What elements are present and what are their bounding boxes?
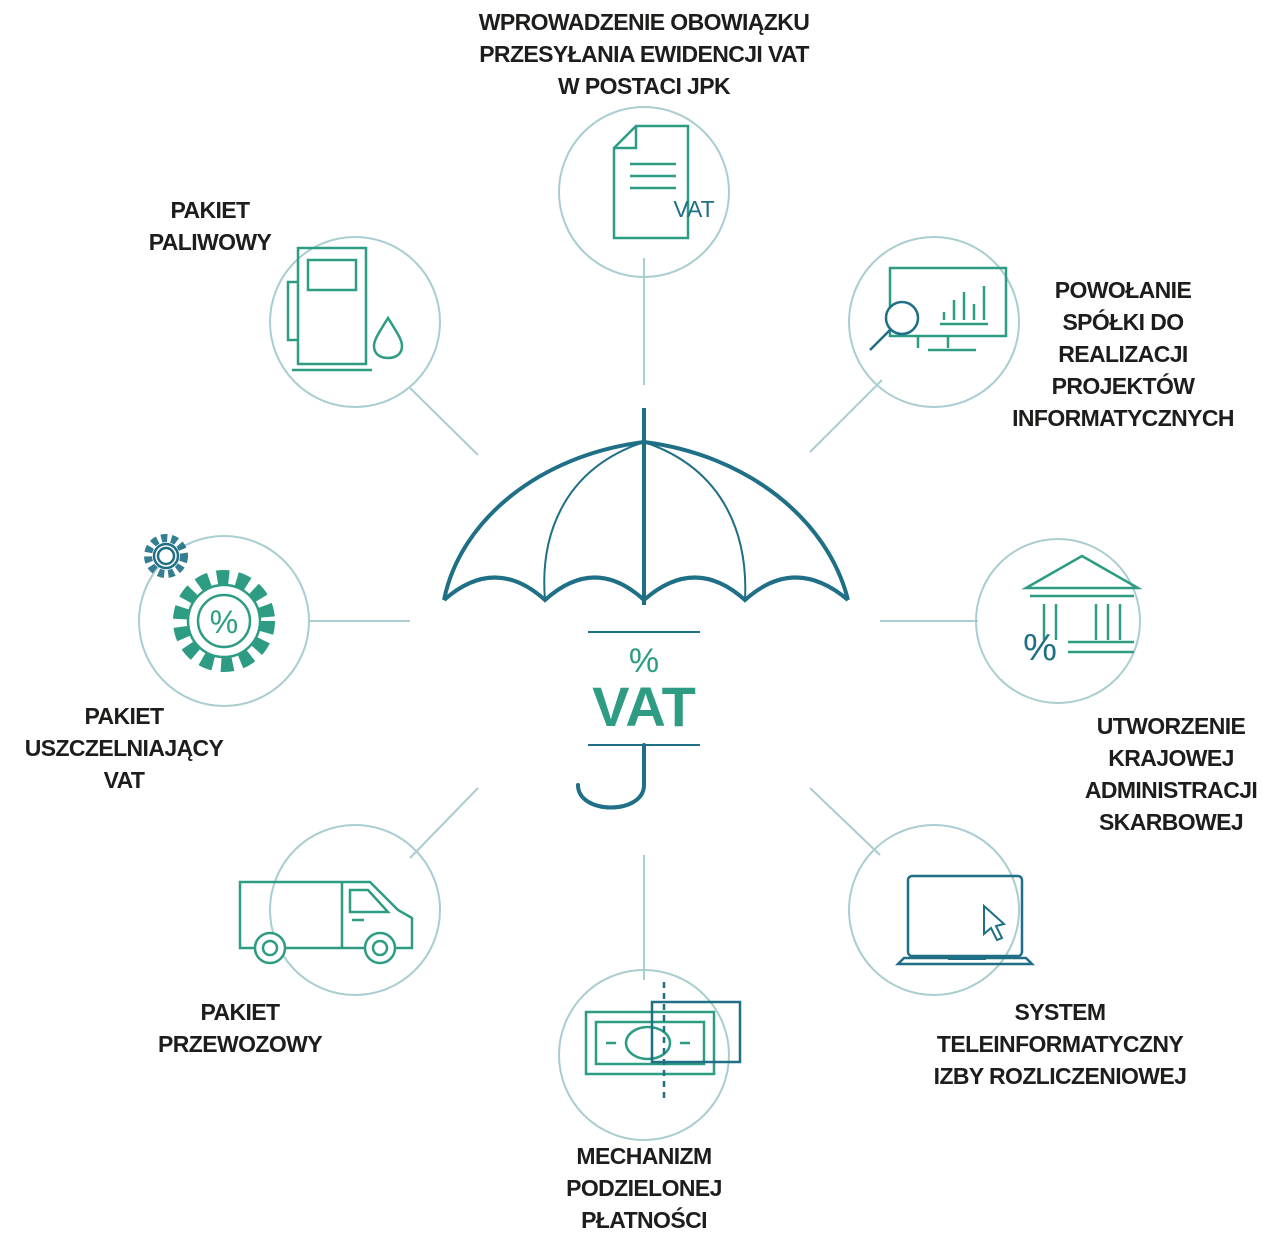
label-fuel-line-1: PAKIET xyxy=(170,197,250,223)
icon-circles xyxy=(138,106,1141,1141)
label-jpk-line-3: W POSTACI JPK xyxy=(558,73,731,99)
label-split-payment-line-2: PODZIELONEJ xyxy=(566,1175,722,1201)
circle-split-payment xyxy=(558,969,730,1141)
label-transport-line-1: PAKIET xyxy=(200,999,280,1025)
connector-transport xyxy=(409,787,479,859)
label-sealing: PAKIET USZCZELNIAJĄCY VAT xyxy=(6,700,242,796)
label-jpk-line-2: PRZESYŁANIA EWIDENCJI VAT xyxy=(479,41,809,67)
label-clearing-system-line-3: IZBY ROZLICZENIOWEJ xyxy=(933,1063,1187,1089)
label-sealing-line-1: PAKIET xyxy=(84,703,164,729)
label-it-company: POWOŁANIE SPÓŁKI DO REALIZACJI PROJEKTÓW… xyxy=(988,274,1258,434)
center-vat-label: VAT xyxy=(592,675,696,738)
document-vat-text: VAT xyxy=(673,196,714,222)
label-kas-line-3: ADMINISTRACJI xyxy=(1084,777,1258,803)
umbrella-icon xyxy=(442,408,850,810)
connector-it-company xyxy=(809,379,883,453)
label-fuel: PAKIET PALIWOWY xyxy=(130,194,290,258)
laptop-cursor-icon xyxy=(894,874,1036,966)
label-it-company-line-5: INFORMATYCZNYCH xyxy=(1012,405,1234,431)
label-clearing-system: SYSTEM TELEINFORMATYCZNY IZBY ROZLICZENI… xyxy=(900,996,1220,1092)
vat-label-rules xyxy=(588,631,700,746)
gears-percent-icon xyxy=(173,570,275,672)
label-fuel-line-2: PALIWOWY xyxy=(148,229,272,255)
fuel-pump-icon xyxy=(286,246,404,372)
bank-percent-symbol: % xyxy=(1023,627,1057,669)
banknote-split-back-icon xyxy=(650,982,742,1098)
connector-clearing-system xyxy=(809,787,881,856)
label-transport: PAKIET PRZEWOZOWY xyxy=(140,996,340,1060)
label-jpk: WPROWADZENIE OBOWIĄZKU PRZESYŁANIA EWIDE… xyxy=(420,6,868,102)
label-sealing-line-2: USZCZELNIAJĄCY xyxy=(24,735,224,761)
label-split-payment-line-3: PŁATNOŚCI xyxy=(581,1207,707,1233)
gear-percent-symbol: % xyxy=(210,604,238,640)
label-transport-line-2: PRZEWOZOWY xyxy=(158,1031,323,1057)
circle-transport xyxy=(269,824,441,996)
label-kas-line-4: SKARBOWEJ xyxy=(1098,809,1244,835)
label-kas-line-2: KRAJOWEJ xyxy=(1108,745,1234,771)
delivery-van-icon xyxy=(238,880,414,965)
label-it-company-line-2: SPÓŁKI DO xyxy=(1062,309,1184,335)
label-split-payment: MECHANIZM PODZIELONEJ PŁATNOŚCI xyxy=(520,1140,768,1236)
label-kas: UTWORZENIE KRAJOWEJ ADMINISTRACJI SKARBO… xyxy=(1066,710,1276,838)
connector-lines xyxy=(310,258,978,980)
label-it-company-line-3: REALIZACJI xyxy=(1058,341,1188,367)
label-it-company-line-4: PROJEKTÓW xyxy=(1051,373,1195,399)
circle-fuel xyxy=(269,236,441,408)
monitor-chart-magnifier-icon xyxy=(888,266,1008,352)
small-gear-icon xyxy=(144,534,188,578)
label-it-company-line-1: POWOŁANIE xyxy=(1054,277,1192,303)
label-clearing-system-line-1: SYSTEM xyxy=(1014,999,1107,1025)
center-percent-symbol: % xyxy=(629,642,659,680)
circle-sealing xyxy=(138,535,310,707)
document-vat-icon xyxy=(612,124,690,240)
circle-jpk xyxy=(558,106,730,278)
circle-clearing-system xyxy=(848,824,1020,996)
circle-it-company xyxy=(848,236,1020,408)
label-jpk-line-1: WPROWADZENIE OBOWIĄZKU xyxy=(478,9,810,35)
label-clearing-system-line-2: TELEINFORMATYCZNY xyxy=(936,1031,1184,1057)
banknote-split-icon xyxy=(584,1010,716,1076)
label-sealing-line-3: VAT xyxy=(103,767,145,793)
magnifier-icon xyxy=(869,300,920,351)
label-split-payment-line-1: MECHANIZM xyxy=(576,1143,712,1169)
connector-fuel xyxy=(409,387,479,456)
label-kas-line-1: UTWORZENIE xyxy=(1096,713,1246,739)
bank-percent-icon xyxy=(1021,554,1143,654)
circle-kas xyxy=(975,538,1141,704)
